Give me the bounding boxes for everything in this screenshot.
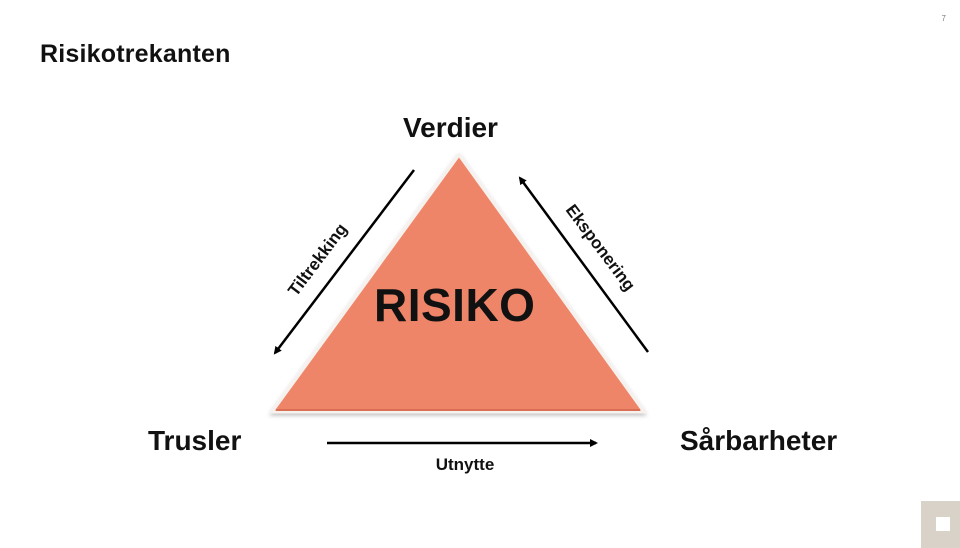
square-icon: [936, 517, 950, 531]
vertex-label-trusler: Trusler: [148, 425, 242, 456]
slide-nav-button[interactable]: [921, 501, 960, 548]
risk-center-label: RISIKO: [374, 279, 536, 331]
slide-title: Risikotrekanten: [40, 40, 231, 68]
page-number: 7: [941, 14, 946, 23]
vertex-label-sarbarheter: Sårbarheter: [680, 425, 838, 456]
vertex-label-verdier: Verdier: [403, 112, 498, 143]
tiltrekking-arrow: [273, 169, 415, 355]
risk-triangle: [269, 152, 647, 414]
eksponering-arrow: [518, 176, 650, 353]
edge-label-utnytte: Utnytte: [435, 455, 495, 474]
